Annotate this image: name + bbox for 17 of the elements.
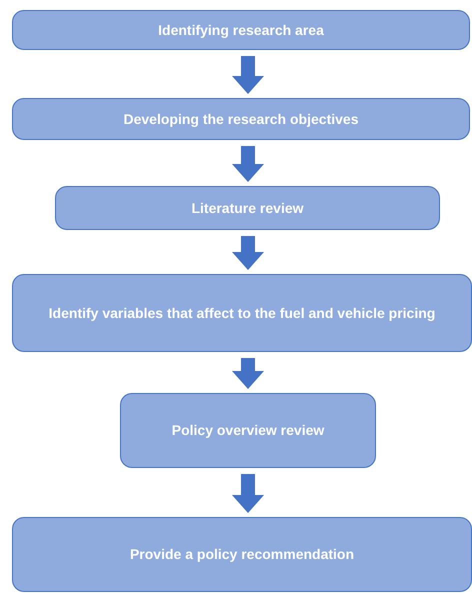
arrow xyxy=(232,236,264,270)
step-label: Policy overview review xyxy=(172,421,324,440)
process-box xyxy=(12,517,472,592)
arrow xyxy=(232,474,264,513)
step-label: Identifying research area xyxy=(158,20,324,40)
process-box xyxy=(12,274,472,352)
process-box xyxy=(12,98,470,140)
process-box xyxy=(120,393,376,468)
step-label: Developing the research objectives xyxy=(124,110,358,128)
step-label: Literature review xyxy=(191,198,304,218)
arrow xyxy=(232,146,264,182)
process-box xyxy=(55,186,440,230)
process-box xyxy=(12,10,470,50)
arrow xyxy=(232,358,264,389)
step-label: Provide a policy recommendation xyxy=(130,545,354,564)
arrow xyxy=(232,56,264,94)
step-label: Identify variables that affect to the fuel and vehicle pricing xyxy=(48,304,436,322)
